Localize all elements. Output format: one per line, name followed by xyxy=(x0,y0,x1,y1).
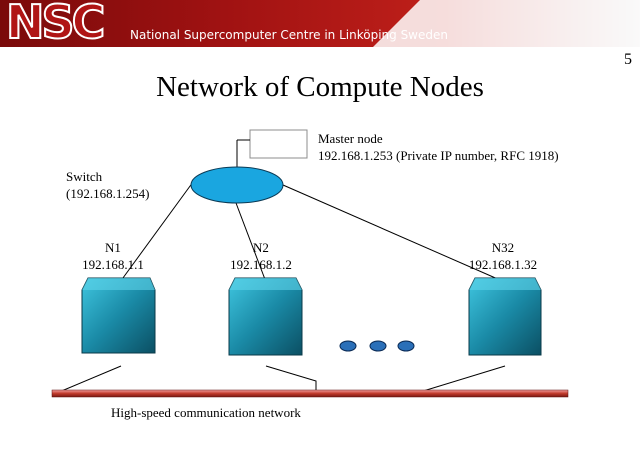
network-label: High-speed communication network xyxy=(111,405,301,420)
node-label-n2: N2 192.168.1.2 xyxy=(220,239,302,273)
compute-node-n2 xyxy=(228,277,303,356)
master-node-box xyxy=(249,129,308,159)
link-n2-network xyxy=(265,365,317,392)
nsc-banner: NSC National Supercomputer Centre in Lin… xyxy=(0,0,640,47)
link-switch-n2 xyxy=(235,202,267,283)
high-speed-network-bar xyxy=(51,389,569,398)
master-node-title: Master node xyxy=(318,131,383,146)
link-switch-n32 xyxy=(282,184,501,281)
node-label-n32: N32 192.168.1.32 xyxy=(458,239,548,273)
node-ip: 192.168.1.2 xyxy=(230,257,292,272)
switch-label: Switch (192.168.1.254) xyxy=(66,168,149,202)
node-name: N32 xyxy=(491,240,515,255)
compute-node-n1 xyxy=(81,277,156,354)
master-node-ip: 192.168.1.253 (Private IP number, RFC 19… xyxy=(318,148,559,163)
link-n32-network xyxy=(419,365,506,393)
node-name: N2 xyxy=(253,240,269,255)
node-name: N1 xyxy=(105,240,121,255)
master-node-label: Master node 192.168.1.253 (Private IP nu… xyxy=(318,130,559,164)
more-nodes-ellipsis-icon xyxy=(339,340,415,352)
switch-title: Switch xyxy=(66,169,103,184)
slide-title: Network of Compute Nodes xyxy=(156,71,484,103)
compute-node-n32 xyxy=(468,277,542,356)
node-ip: 192.168.1.32 xyxy=(468,257,538,272)
switch-ellipse xyxy=(190,166,284,204)
link-switch-n1 xyxy=(119,181,194,283)
slide-number: 5 xyxy=(624,51,632,68)
node-label-n1: N1 192.168.1.1 xyxy=(72,239,154,273)
switch-ip: (192.168.1.254) xyxy=(66,186,150,201)
nsc-logo: NSC xyxy=(5,0,106,47)
banner-subtitle: National Supercomputer Centre in Linköpi… xyxy=(130,28,448,42)
node-ip: 192.168.1.1 xyxy=(82,257,144,272)
